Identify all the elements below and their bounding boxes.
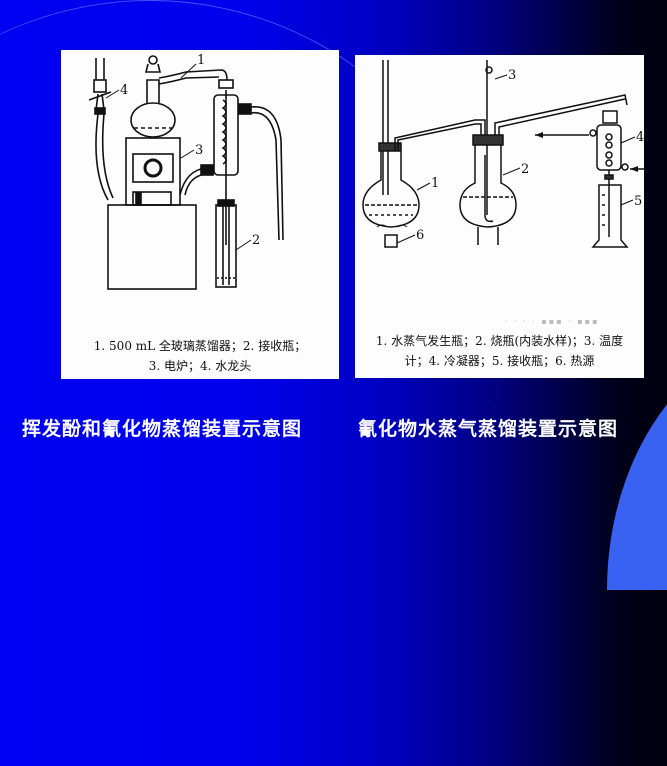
figure-legend: 1. 水蒸气发生瓶；2. 烧瓶(内装水样)；3. 温度 计；4. 冷凝器；5. …: [355, 331, 644, 371]
callout-2: 2: [252, 233, 260, 248]
callout-1: 1: [431, 176, 439, 191]
callout-5: 5: [634, 194, 642, 209]
caption-right-figure: 氰化物水蒸气蒸馏装置示意图: [358, 418, 619, 440]
figure-panel-phenol-cyanide-distillation: 1 2 3 4 1. 500 mL 全玻璃蒸馏器；2. 接收瓶； 3. 电炉；4…: [61, 50, 339, 379]
legend-line-2: 计；4. 冷凝器；5. 接收瓶；6. 热源: [404, 354, 595, 368]
legend-line-2: 3. 电炉；4. 水龙头: [148, 359, 252, 373]
callout-4: 4: [120, 83, 128, 98]
figure-panel-steam-distillation: 1 2 3 4 5 6 · · · · ▪▪▪ · ▪▪▪ 1. 水蒸气发生瓶；…: [355, 55, 644, 378]
callout-3: 3: [195, 143, 203, 158]
callout-1: 1: [197, 53, 205, 68]
callout-6: 6: [416, 228, 424, 243]
caption-left-figure: 挥发酚和氰化物蒸馏装置示意图: [22, 418, 303, 440]
callout-2: 2: [521, 162, 529, 177]
distillation-apparatus-diagram: 1 2 3 4: [88, 53, 284, 290]
steam-distillation-apparatus-diagram: 1 2 3 4 5 6: [362, 60, 644, 248]
faint-residual-text: · · · · ▪▪▪ · ▪▪▪: [505, 317, 600, 326]
legend-line-1: 1. 水蒸气发生瓶；2. 烧瓶(内装水样)；3. 温度: [375, 334, 624, 348]
figure-legend: 1. 500 mL 全玻璃蒸馏器；2. 接收瓶； 3. 电炉；4. 水龙头: [61, 336, 339, 376]
callout-3: 3: [508, 68, 516, 83]
callout-4: 4: [636, 130, 644, 145]
legend-line-1: 1. 500 mL 全玻璃蒸馏器；2. 接收瓶；: [93, 339, 307, 353]
base-box: [107, 204, 197, 290]
